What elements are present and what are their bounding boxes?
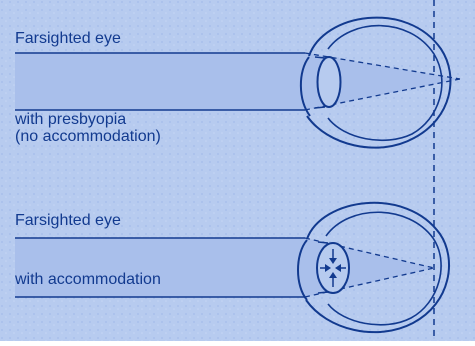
bottom-panel-subtitle: with accommodation: [15, 271, 161, 288]
top-panel-title: Farsighted eye: [15, 30, 121, 47]
top-lens-upper-mark: [315, 57, 325, 58]
top-lens: [318, 57, 341, 107]
top-panel-subtitle-line-1: with presbyopia: [15, 111, 126, 128]
top-panel-subtitle-line-2: (no accommodation): [15, 128, 161, 145]
bottom-panel-title: Farsighted eye: [15, 212, 121, 229]
bottom-lens-upper-mark: [318, 242, 328, 243]
bottom-lens-lower-mark: [318, 292, 328, 293]
top-lens-lower-mark: [315, 107, 325, 108]
